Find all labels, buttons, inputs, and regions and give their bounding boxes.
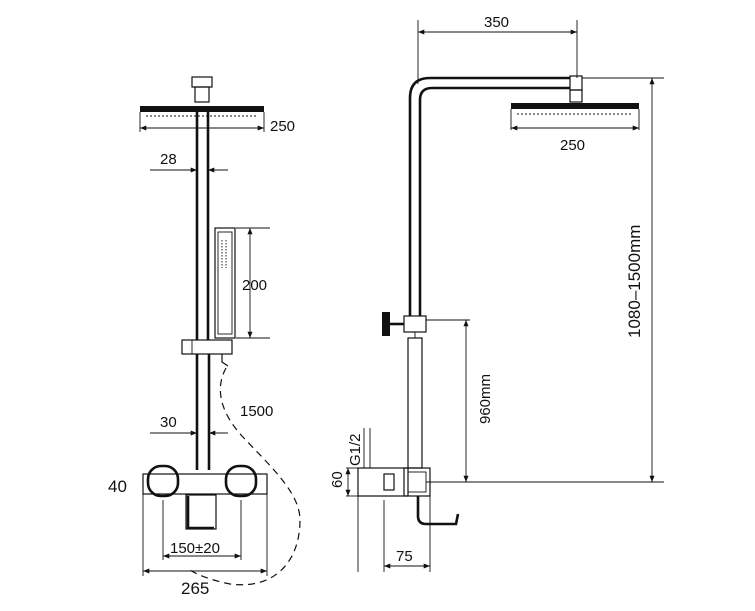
inlet-thread-label: G1/2	[347, 433, 364, 466]
side-lower-pipe	[407, 337, 423, 469]
front-head-width-label: 250	[270, 118, 295, 135]
front-ceiling-cap	[191, 76, 213, 88]
center-distance-label: 150±20	[170, 540, 220, 557]
front-mixer-body	[142, 473, 268, 495]
diverter-knob	[382, 312, 390, 336]
side-riser-inner	[418, 86, 570, 316]
left-handle	[146, 464, 180, 498]
wall-offset-label: 75	[396, 548, 413, 565]
diverter-body	[403, 315, 427, 333]
front-spout	[185, 494, 217, 530]
total-height-label: 1080–1500mm	[625, 225, 644, 338]
hand-shower-holder	[181, 339, 233, 355]
pipe-diameter-30-label: 30	[160, 414, 177, 431]
right-handle	[224, 464, 258, 498]
front-shower-head	[140, 106, 264, 112]
front-head-connector	[194, 86, 210, 103]
side-head-width-label: 250	[560, 137, 585, 154]
side-spout	[416, 496, 460, 526]
side-mixer-body	[357, 467, 409, 497]
side-shower-head	[511, 103, 639, 109]
hand-shower	[214, 227, 236, 339]
diverter-height-label: 960mm	[477, 374, 494, 424]
mixer-width-label: 265	[181, 579, 209, 598]
hose-length-label: 1500	[240, 403, 273, 420]
side-head-connector	[569, 75, 583, 91]
inlet-height-label: 60	[329, 471, 346, 488]
mixer-height-label: 40	[108, 477, 127, 496]
hand-shower-length-label: 200	[242, 277, 267, 294]
arm-length-label: 350	[484, 14, 509, 31]
side-riser-outer	[408, 76, 570, 316]
side-view: 350 250 960mm 1080–1500mm	[329, 14, 664, 572]
pipe-diameter-28-label: 28	[160, 151, 177, 168]
front-view: 250 28 200 30 1500	[108, 76, 301, 598]
